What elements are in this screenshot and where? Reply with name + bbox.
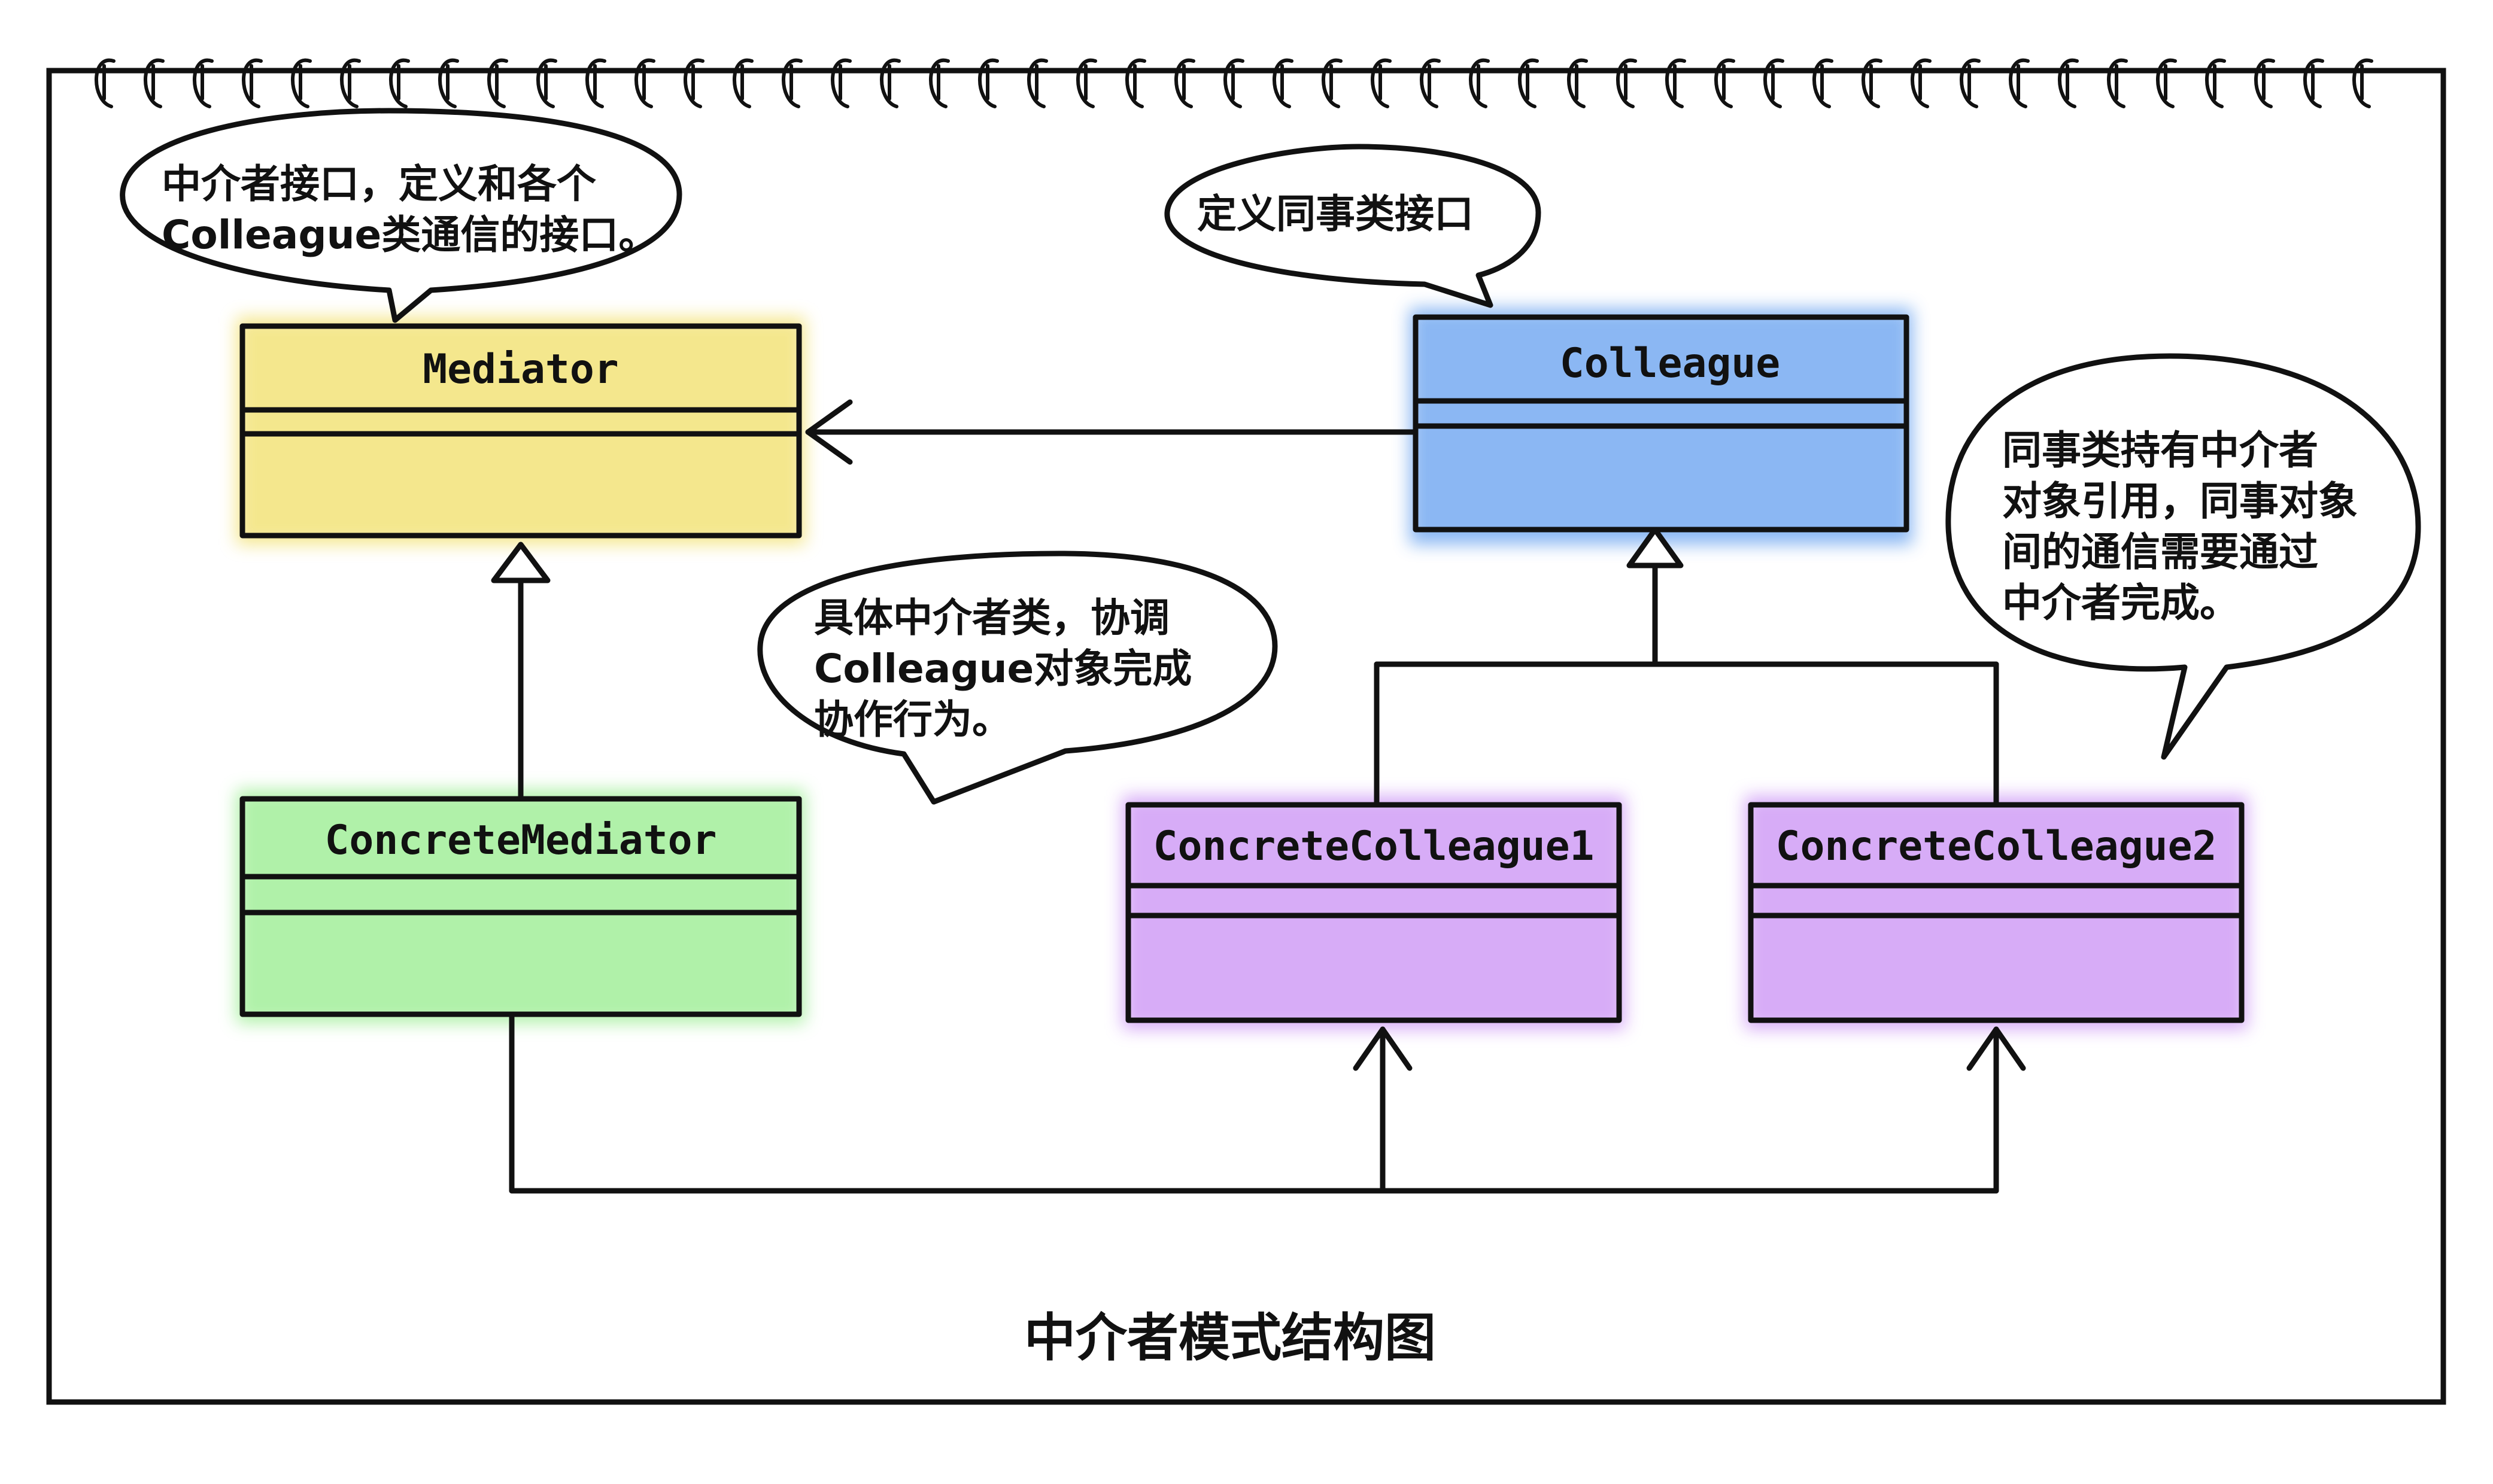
speech-bubble-colleague: 定义同事类接口 (1164, 144, 1541, 308)
spiral-ring-icon (978, 58, 999, 108)
class-concrete-colleague1-highlight (1122, 796, 1625, 1029)
spiral-ring-icon (193, 58, 214, 108)
class-mediator-highlight (236, 317, 805, 545)
spiral-ring-icon (340, 58, 361, 108)
speech-bubble-concrete-mediator-text: 具体中介者类，协调 Colleague对象完成 协作行为。 (814, 595, 1205, 743)
spiral-ring-icon (2303, 58, 2324, 108)
speech-bubble-concrete-colleague: 同事类持有中介者 对象引用，同事对象 间的通信需要通过 中介者完成。 (1945, 353, 2421, 760)
spiral-ring-icon (1567, 58, 1588, 108)
spiral-ring-icon (1273, 58, 1293, 108)
spiral-ring-icon (2254, 58, 2275, 108)
open-arrowhead-icon (1966, 1026, 2026, 1071)
spiral-ring-icon (2352, 58, 2373, 108)
spiral-ring-icon (1322, 58, 1343, 108)
spiral-ring-icon (1862, 58, 1882, 108)
speech-bubble-concrete-colleague-text: 同事类持有中介者 对象引用，同事对象 间的通信需要通过 中介者完成。 (2002, 427, 2371, 626)
spiral-ring-icon (1027, 58, 1048, 108)
spiral-ring-icon (880, 58, 901, 108)
spiral-ring-icon (1076, 58, 1097, 108)
spiral-ring-icon (2058, 58, 2079, 108)
spiral-ring-icon (1960, 58, 1981, 108)
hollow-triangle-icon (491, 542, 551, 583)
generalization-concretemediator-to-mediator (491, 542, 551, 802)
spiral-ring-icon (1420, 58, 1441, 108)
class-concrete-colleague2-highlight (1745, 796, 2248, 1029)
speech-bubble-concrete-mediator: 具体中介者类，协调 Colleague对象完成 协作行为。 (757, 551, 1278, 805)
diagram-caption: 中介者模式结构图 (1024, 1308, 1436, 1368)
spiral-ring-icon (1223, 58, 1244, 108)
speech-bubble-colleague-text: 定义同事类接口 (1197, 191, 1474, 237)
class-concrete-colleague1-name: ConcreteColleague1 (1153, 823, 1595, 870)
open-arrowhead-icon (1353, 1026, 1413, 1071)
spiral-ring-icon (1812, 58, 1833, 108)
class-colleague: Colleague (1410, 308, 1912, 545)
spiral-ring-icon (95, 58, 116, 108)
class-concrete-colleague1-border (1125, 802, 1622, 1023)
spiral-ring-icon (536, 58, 557, 108)
class-concrete-mediator: ConcreteMediator (236, 790, 805, 1023)
spiral-ring-icon (242, 58, 263, 108)
class-mediator-border (239, 323, 802, 539)
spiral-ring-icon (585, 58, 606, 108)
speech-bubble-mediator-text: 中介者接口，定义和各个 Colleague类通信的接口。 (162, 161, 658, 258)
notebook-spiral-binding (95, 58, 2373, 108)
spiral-ring-icon (1616, 58, 1637, 108)
association-concretemediator-to-colleagues (509, 1011, 2026, 1194)
class-concrete-colleague2-name: ConcreteColleague2 (1776, 823, 2217, 870)
association-colleague-to-mediator (805, 399, 1419, 465)
generalization-colleagues-to-colleague (1374, 527, 1999, 808)
spiral-ring-icon (2107, 58, 2128, 108)
class-concrete-colleague1: ConcreteColleague1 (1122, 796, 1625, 1029)
class-mediator-name: Mediator (423, 346, 619, 393)
spiral-ring-icon (1125, 58, 1146, 108)
open-arrowhead-icon (805, 399, 853, 465)
spiral-ring-icon (1469, 58, 1490, 108)
class-colleague-name: Colleague (1560, 340, 1780, 387)
class-concrete-colleague2: ConcreteColleague2 (1745, 796, 2248, 1029)
spiral-ring-icon (1714, 58, 1735, 108)
spiral-ring-icon (1665, 58, 1686, 108)
notebook-frame (46, 68, 2446, 1405)
spiral-ring-icon (1174, 58, 1195, 108)
spiral-ring-icon (634, 58, 655, 108)
spiral-ring-icon (1763, 58, 1784, 108)
spiral-ring-icon (2009, 58, 2030, 108)
spiral-ring-icon (438, 58, 459, 108)
spiral-ring-icon (782, 58, 803, 108)
spiral-ring-icon (2205, 58, 2226, 108)
spiral-ring-icon (1371, 58, 1392, 108)
class-concrete-mediator-name: ConcreteMediator (324, 817, 716, 864)
spiral-ring-icon (389, 58, 410, 108)
spiral-ring-icon (1911, 58, 1932, 108)
spiral-ring-icon (929, 58, 950, 108)
spiral-ring-icon (831, 58, 852, 108)
speech-bubble-mediator: 中介者接口，定义和各个 Colleague类通信的接口。 (120, 108, 682, 323)
class-concrete-mediator-highlight (236, 790, 805, 1023)
spiral-ring-icon (291, 58, 312, 108)
spiral-ring-icon (1518, 58, 1539, 108)
spiral-ring-icon (733, 58, 754, 108)
class-mediator: Mediator (236, 317, 805, 545)
spiral-ring-icon (684, 58, 705, 108)
spiral-ring-icon (2156, 58, 2177, 108)
spiral-ring-icon (144, 58, 165, 108)
spiral-ring-icon (487, 58, 508, 108)
